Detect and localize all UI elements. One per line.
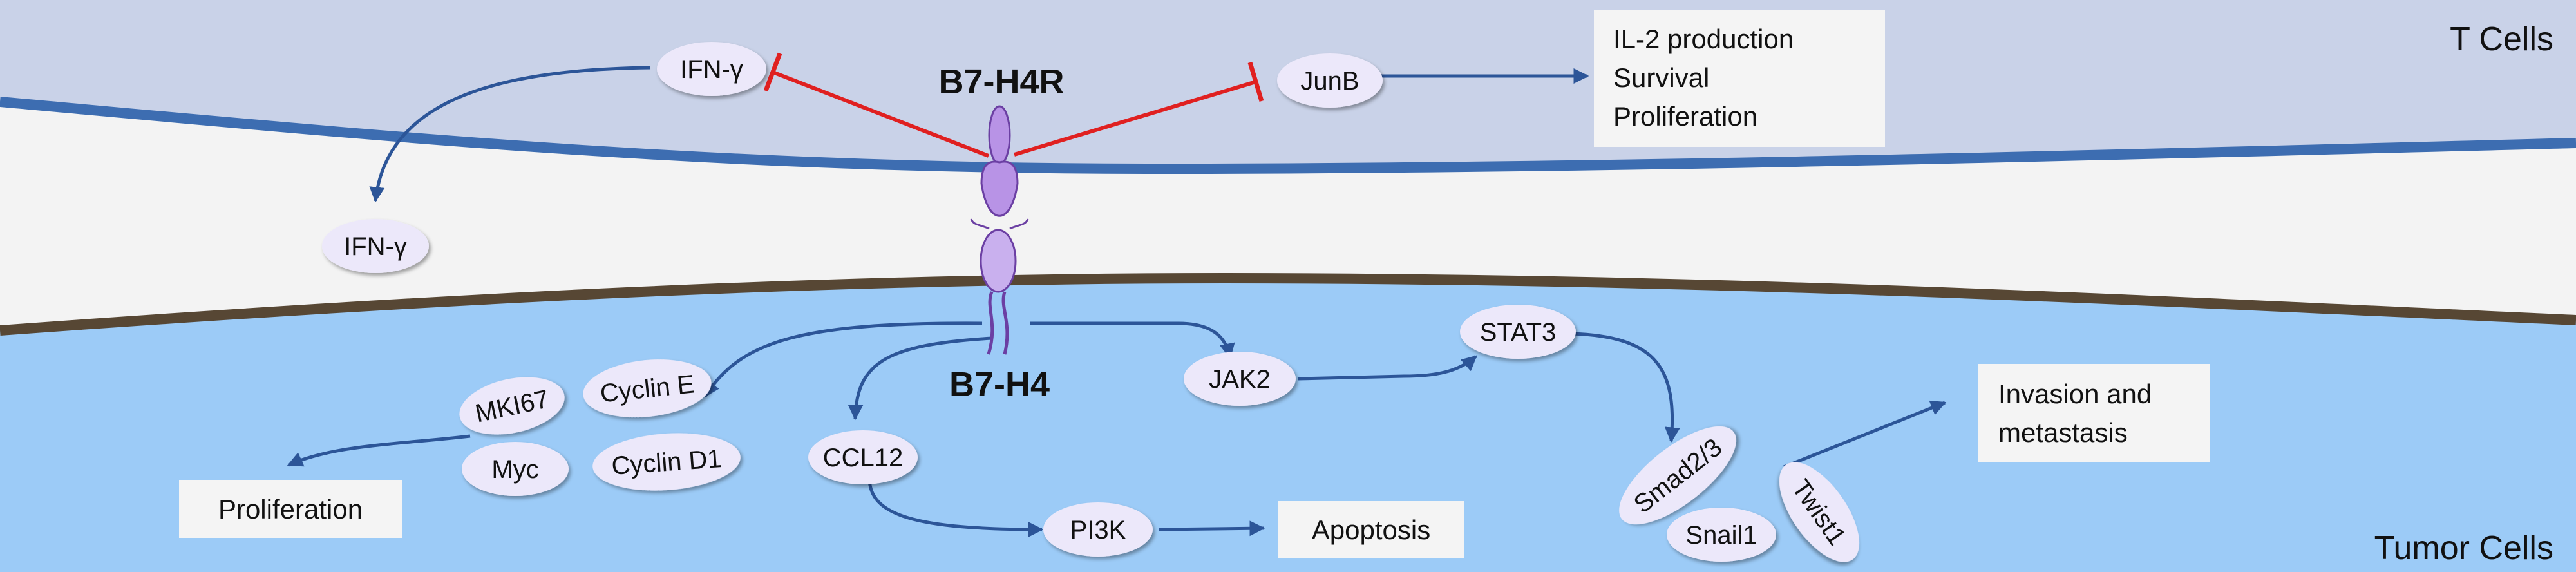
b7h4-label: B7-H4 — [949, 365, 1050, 404]
node-cyclin-e: Cyclin E — [583, 359, 712, 417]
tumor-cells-label: Tumor Cells — [2374, 529, 2553, 567]
node-ccl12: CCL12 — [808, 430, 918, 484]
t-cell-membrane — [0, 97, 2576, 175]
svg-text:Myc: Myc — [491, 455, 538, 484]
svg-text:IL-2 production: IL-2 production — [1613, 24, 1794, 54]
svg-text:Survival: Survival — [1613, 62, 1709, 93]
svg-text:STAT3: STAT3 — [1480, 318, 1557, 347]
t-cells-label: T Cells — [2450, 21, 2553, 58]
svg-text:JunB: JunB — [1300, 67, 1359, 95]
arrow-mki67-proliferation — [287, 434, 471, 467]
node-stat3: STAT3 — [1460, 305, 1576, 359]
b7h4r-receptor — [970, 105, 1029, 230]
arrow-b7h4-cyclin-e — [703, 321, 983, 398]
svg-text:Invasion and: Invasion and — [1998, 379, 2152, 409]
inhibition-line-ifn — [772, 70, 990, 158]
node-ifn-gamma-released: IFN-γ — [322, 219, 429, 273]
node-cyclin-d1: Cyclin D1 — [592, 433, 741, 491]
node-pi3k: PI3K — [1043, 502, 1153, 557]
svg-text:Proliferation: Proliferation — [218, 494, 363, 524]
svg-text:Snail1: Snail1 — [1685, 521, 1757, 549]
node-junb: JunB — [1277, 53, 1383, 108]
inhibition-line-junb — [1014, 80, 1256, 157]
inhibition-bar-junb — [1247, 61, 1264, 102]
arrow-b7h4-ccl12 — [848, 336, 992, 421]
svg-text:JAK2: JAK2 — [1209, 365, 1271, 394]
arrow-b7h4-jak2 — [1030, 321, 1235, 359]
svg-text:IFN-γ: IFN-γ — [680, 55, 743, 84]
svg-text:Apoptosis: Apoptosis — [1312, 515, 1430, 545]
svg-text:CCL12: CCL12 — [823, 444, 904, 472]
node-snail1: Snail1 — [1667, 508, 1776, 562]
tumor-cell-membrane — [0, 272, 2576, 336]
node-myc: Myc — [462, 442, 569, 496]
b7h4-ligand — [980, 229, 1017, 355]
arrow-ccl12-pi3k — [867, 477, 1044, 537]
b7h4r-label: B7-H4R — [938, 62, 1064, 101]
arrow-jak2-stat3 — [1297, 355, 1477, 381]
arrow-stat3-smad — [1571, 332, 1680, 443]
node-jak2: JAK2 — [1184, 352, 1296, 406]
arrow-twist-invasion — [1783, 400, 1947, 469]
svg-text:metastasis: metastasis — [1998, 417, 2128, 448]
inhibition-bar-ifn — [763, 52, 782, 92]
outcome-apoptosis: Apoptosis — [1278, 501, 1464, 558]
svg-text:PI3K: PI3K — [1070, 516, 1126, 544]
node-ifn-gamma-top: IFN-γ — [657, 42, 766, 96]
svg-text:Proliferation: Proliferation — [1613, 101, 1757, 131]
outcome-t-cell-effects: IL-2 production Survival Proliferation — [1594, 10, 1885, 147]
outcome-invasion: Invasion and metastasis — [1978, 364, 2210, 462]
node-mki67: MKI67 — [459, 377, 565, 435]
arrow-pi3k-apoptosis — [1159, 520, 1265, 537]
outcome-proliferation: Proliferation — [179, 480, 402, 538]
svg-text:IFN-γ: IFN-γ — [344, 233, 407, 261]
arrow-ifn-release — [369, 66, 651, 203]
tumor-cell-region — [0, 278, 2576, 572]
